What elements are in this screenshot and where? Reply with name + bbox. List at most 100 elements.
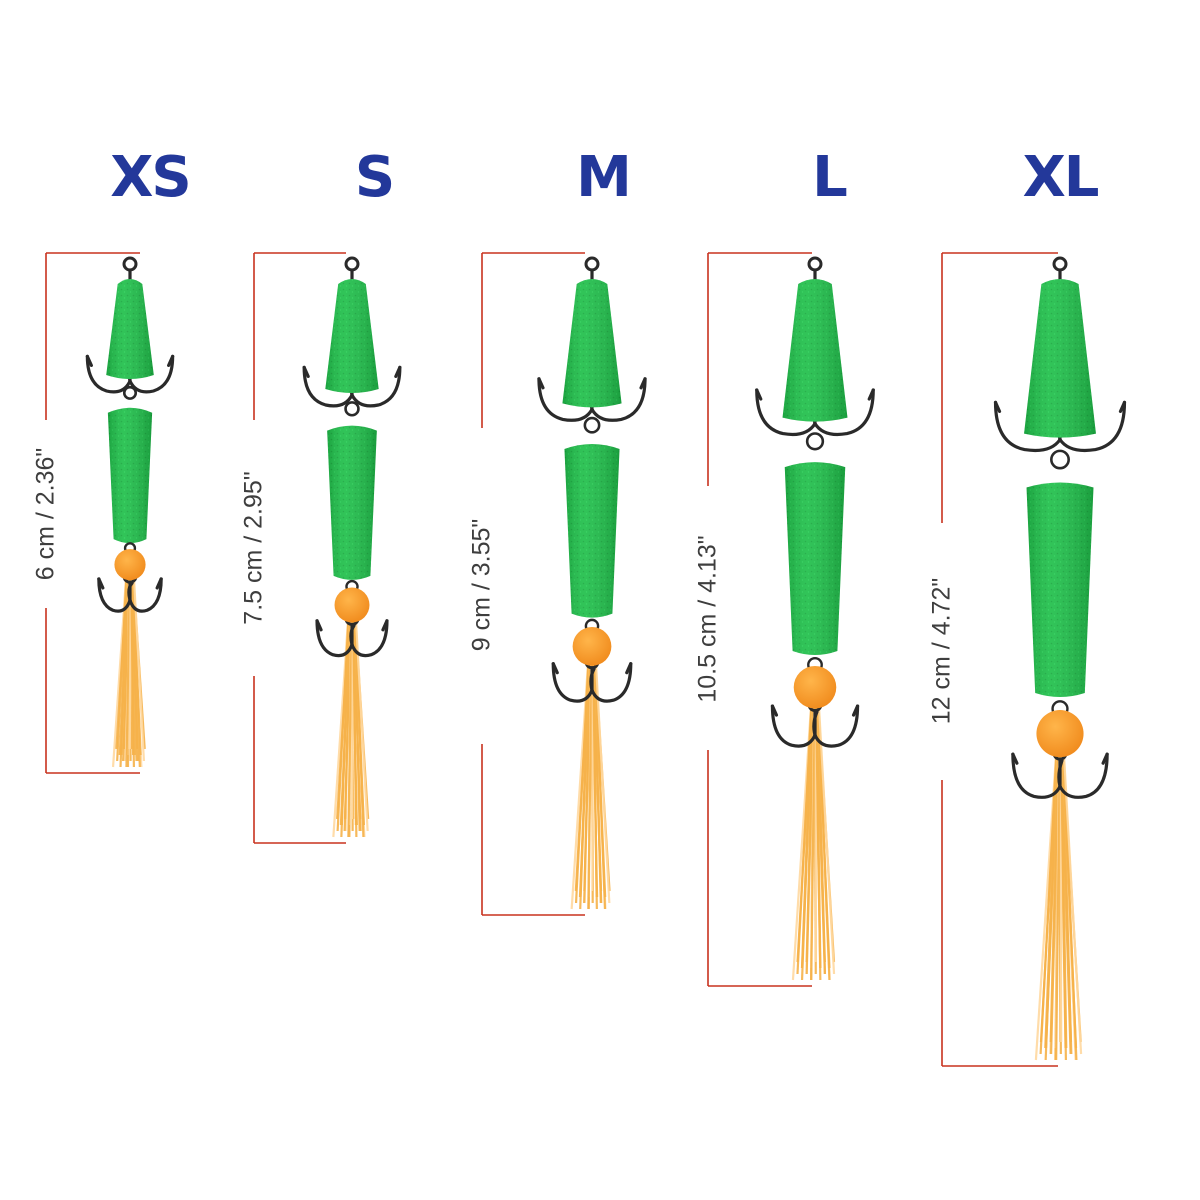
hook-prong-right — [128, 354, 175, 394]
size-label-l: L — [812, 145, 848, 210]
upper-foam-body-shade — [562, 279, 622, 408]
hook-barb-left — [537, 377, 545, 390]
connector-ring — [122, 385, 138, 400]
hook-prong-left — [85, 354, 132, 394]
size-label-xl: XL — [1022, 145, 1100, 210]
hook-barb-left — [315, 619, 323, 632]
orange-bead — [1036, 710, 1084, 758]
lure-s — [302, 256, 402, 838]
hook-prong-right — [128, 577, 163, 613]
connector-ring — [1050, 449, 1070, 470]
tail-fiber — [1062, 755, 1078, 1061]
hook-barb-right — [394, 365, 402, 378]
hook-barb-left — [551, 662, 559, 675]
hook-prong-right — [1058, 400, 1127, 453]
tail-fibers — [1034, 755, 1083, 1061]
tail-fiber — [594, 663, 611, 904]
hook-eye — [584, 256, 600, 272]
dimension-bracket-xl — [941, 252, 1058, 1067]
lower-foam-body-shade — [107, 407, 153, 544]
hook-barb-right — [1118, 400, 1127, 413]
hook-prong-left — [97, 577, 132, 613]
hook-barb-left — [302, 365, 310, 378]
upper-foam-body-shade — [106, 279, 154, 379]
size-label-s: S — [354, 145, 395, 210]
tail-fibers — [332, 620, 370, 838]
lower-treble-hook — [551, 654, 633, 703]
size-label-xs: XS — [110, 145, 192, 210]
hook-prong-right — [590, 377, 647, 422]
lower-foam-body-shade — [327, 425, 377, 580]
hook-eye — [807, 256, 823, 272]
upper-foam-body-shade — [1024, 279, 1096, 438]
tail-fiber — [354, 620, 369, 832]
hook-prong-left — [537, 377, 594, 422]
hook-prong-left — [551, 662, 594, 703]
hook-barb-left — [97, 577, 105, 590]
hook-prong-right — [1058, 752, 1109, 799]
tail-fiber — [817, 706, 836, 975]
hook-barb-right — [167, 354, 175, 367]
hook-prong-left — [755, 388, 817, 437]
lure-l — [755, 256, 875, 981]
hook-prong-right — [813, 704, 860, 748]
hook-prong-left — [993, 400, 1062, 453]
hook-eye — [122, 256, 138, 272]
lower-foam-body-shade — [1026, 482, 1094, 697]
dimension-bracket-l — [707, 252, 812, 987]
lure-m — [537, 256, 647, 910]
dimension-bracket-m — [481, 252, 585, 916]
lure-xs — [85, 256, 175, 768]
hook-barb-left — [993, 400, 1002, 413]
tail-fibers — [570, 663, 611, 910]
hook-eye — [344, 256, 360, 272]
hook-prong-center — [1057, 759, 1064, 789]
hook-prong-left — [302, 365, 354, 408]
tail-fiber — [1039, 755, 1059, 1043]
lower-treble-hook — [315, 610, 389, 658]
orange-bead — [793, 665, 837, 709]
lure-xl — [993, 256, 1127, 1061]
connector-ring — [344, 401, 360, 417]
hook-prong-right — [813, 388, 875, 437]
hook-prong-right — [350, 365, 402, 408]
hook-barb-right — [639, 377, 647, 390]
hook-barb-right — [851, 704, 860, 717]
hook-prong-right — [590, 662, 633, 703]
hook-prong-left — [315, 619, 354, 658]
connector-ring — [805, 432, 825, 451]
hook-barb-left — [1011, 752, 1019, 765]
orange-bead — [572, 627, 612, 666]
hook-barb-left — [85, 354, 93, 367]
hook-prong-left — [1011, 752, 1062, 799]
upper-foam-body-shade — [782, 279, 848, 422]
hook-barb-right — [381, 619, 389, 632]
tail-fibers — [111, 578, 146, 768]
lower-foam-body-shade — [784, 462, 846, 655]
hook-barb-left — [755, 388, 763, 401]
dimension-bracket-xs — [45, 252, 140, 774]
hook-barb-right — [155, 577, 163, 590]
orange-bead — [114, 549, 146, 581]
hook-prong-left — [770, 704, 817, 748]
hook-eye — [1052, 256, 1068, 272]
dimension-bracket-s — [253, 252, 346, 844]
connector-ring — [583, 416, 601, 434]
hook-barb-right — [1101, 752, 1109, 765]
hook-prong-center — [812, 710, 819, 737]
size-label-m: M — [576, 145, 632, 210]
hook-barb-right — [625, 662, 633, 675]
hook-barb-left — [770, 704, 779, 717]
tail-fiber — [796, 706, 814, 963]
orange-bead — [334, 587, 370, 623]
hook-prong-right — [350, 619, 389, 658]
upper-foam-body-shade — [325, 279, 379, 393]
tail-fiber — [1062, 755, 1083, 1055]
tail-fibers — [791, 706, 836, 981]
hook-prong-center — [127, 581, 134, 602]
lower-foam-body-shade — [564, 443, 620, 618]
hook-prong-center — [349, 623, 356, 647]
tail-fiber — [574, 663, 591, 892]
lower-treble-hook — [1011, 745, 1109, 799]
hook-prong-center — [589, 667, 596, 692]
